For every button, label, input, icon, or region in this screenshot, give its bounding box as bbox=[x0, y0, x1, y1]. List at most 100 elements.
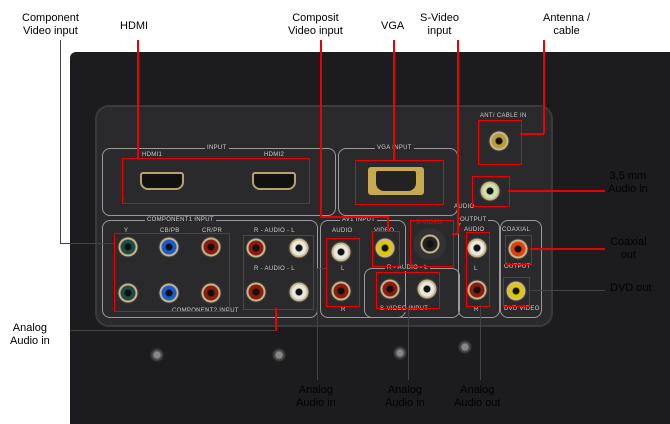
vga-port bbox=[368, 167, 424, 195]
audio-35-jack bbox=[479, 180, 501, 202]
leader-line bbox=[320, 40, 322, 216]
panel-label: HDMI1 bbox=[142, 152, 163, 158]
panel-label: R bbox=[474, 307, 479, 313]
leader-line bbox=[543, 40, 545, 134]
component2-cb bbox=[158, 282, 180, 304]
screw-icon bbox=[272, 348, 286, 362]
callout-analog-audio-in: Analog Audio in bbox=[10, 322, 50, 347]
screw-icon bbox=[393, 346, 407, 360]
panel-label: AUDIO bbox=[332, 228, 353, 234]
callout-analog-audio-in-svideo: Analog Audio in bbox=[385, 384, 425, 409]
callout-s-video: S-Video input bbox=[420, 12, 459, 37]
component1-audio-l bbox=[288, 237, 310, 259]
callout-analog-audio-out: Analog Audio out bbox=[454, 384, 501, 409]
panel-label: DVD VIDEO bbox=[504, 306, 540, 312]
leader-line bbox=[408, 307, 409, 380]
panel-label: AUDIO bbox=[454, 204, 475, 210]
callout-audio-35: 3,5 mm Audio in bbox=[608, 170, 648, 195]
component-video-highlight bbox=[114, 233, 230, 312]
screw-icon bbox=[150, 348, 164, 362]
hdmi-highlight bbox=[122, 158, 310, 204]
leader-line bbox=[480, 305, 481, 380]
leader-line bbox=[528, 290, 605, 291]
hdmi2-port bbox=[252, 172, 296, 190]
svideo-audio-r bbox=[379, 278, 401, 300]
audio-35-highlight bbox=[472, 176, 510, 207]
composite-video-highlight bbox=[372, 231, 400, 267]
leader-line bbox=[457, 40, 459, 234]
panel-label: Y bbox=[124, 228, 129, 234]
leader-line bbox=[317, 268, 326, 269]
coaxial-highlight bbox=[505, 235, 532, 265]
hdmi1-port bbox=[140, 172, 184, 190]
panel-label: CB/PB bbox=[160, 228, 180, 234]
av1-audio-r bbox=[330, 280, 352, 302]
callout-vga: VGA bbox=[381, 20, 405, 32]
component2-audio-l bbox=[288, 281, 310, 303]
panel-label: OUTPUT bbox=[502, 264, 533, 270]
leader-line bbox=[275, 308, 277, 331]
panel-label: ANT/ CABLE IN bbox=[480, 113, 527, 119]
panel-label: INPUT bbox=[205, 145, 229, 151]
output-audio-highlight bbox=[466, 232, 490, 307]
callout-dvd-out: DVD out bbox=[610, 282, 652, 294]
callout-component-video: Component Video input bbox=[22, 12, 79, 37]
callout-analog-audio-in-av1: Analog Audio in bbox=[296, 384, 336, 409]
leader-line bbox=[393, 40, 395, 160]
callout-composite-video: Composit Video input bbox=[288, 12, 343, 37]
panel-label: OUTPUT bbox=[458, 217, 489, 223]
av1-audio-l bbox=[330, 241, 352, 263]
leader-line bbox=[60, 243, 114, 244]
leader-line bbox=[70, 330, 276, 331]
panel-label: R - AUDIO - L bbox=[385, 265, 430, 271]
leader-line bbox=[137, 40, 139, 158]
callout-hdmi: HDMI bbox=[120, 20, 149, 32]
panel-label: COAXIAL bbox=[502, 227, 531, 233]
dvd-video-out bbox=[505, 280, 527, 302]
panel-label: L bbox=[474, 266, 478, 272]
av1-audio-highlight bbox=[326, 238, 360, 307]
component1-audio-r bbox=[245, 237, 267, 259]
component1-y bbox=[117, 236, 139, 258]
svideo-highlight bbox=[410, 220, 454, 267]
component1-cr bbox=[200, 236, 222, 258]
panel-label: L bbox=[341, 266, 345, 272]
leader-line bbox=[60, 40, 61, 243]
coaxial-group bbox=[500, 220, 542, 318]
vga-highlight bbox=[355, 160, 444, 205]
component-audio-highlight bbox=[243, 235, 314, 310]
component2-cr bbox=[200, 282, 222, 304]
callout-coaxial: Coaxial out bbox=[610, 236, 647, 261]
panel-label: CR/PR bbox=[202, 228, 223, 234]
av1-video bbox=[374, 237, 396, 259]
panel-label: COMPONENT1 INPUT bbox=[145, 217, 216, 223]
panel-label: AUDIO bbox=[464, 227, 485, 233]
output-audio-l bbox=[466, 237, 488, 259]
panel-label: AV1 INPUT bbox=[340, 217, 378, 223]
leader-line bbox=[520, 133, 544, 135]
panel-label: HDMI2 bbox=[264, 152, 285, 158]
panel-label: S-VIDEO INPUT bbox=[378, 306, 431, 312]
panel-label: R bbox=[341, 307, 346, 313]
svideo-port bbox=[414, 228, 446, 260]
component1-cb bbox=[158, 236, 180, 258]
leader-line bbox=[452, 233, 458, 235]
panel-label: R - AUDIO - L bbox=[254, 266, 295, 272]
coaxial-port bbox=[507, 238, 529, 260]
dvd-out-highlight bbox=[503, 277, 530, 307]
antenna-highlight bbox=[478, 120, 522, 165]
leader-line bbox=[530, 248, 605, 250]
svideo-audio-highlight bbox=[376, 272, 440, 309]
component2-y bbox=[117, 282, 139, 304]
panel-label: S-VIDEO bbox=[416, 220, 443, 226]
panel-label: R - AUDIO - L bbox=[254, 228, 295, 234]
screw-icon bbox=[458, 340, 472, 354]
svideo-audio-l bbox=[416, 278, 438, 300]
component2-audio-r bbox=[245, 281, 267, 303]
leader-line bbox=[317, 268, 318, 380]
antenna-port bbox=[488, 130, 510, 152]
leader-line bbox=[320, 216, 388, 218]
leader-line bbox=[508, 190, 605, 192]
leader-line bbox=[387, 216, 389, 231]
